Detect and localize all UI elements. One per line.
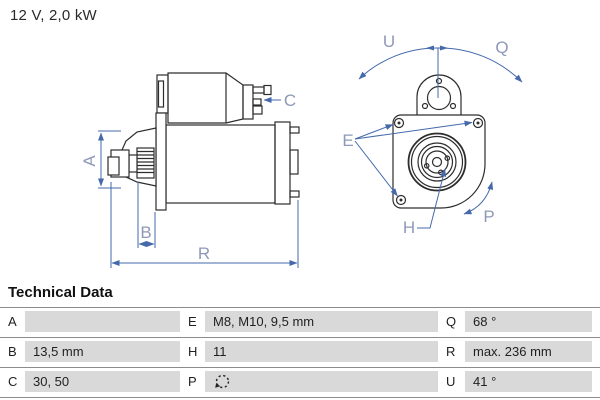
cell-key-A: A — [0, 311, 25, 332]
cell-key-R: R — [438, 341, 465, 362]
dim-label-U: U — [383, 32, 395, 51]
cell-key-E: E — [180, 311, 205, 332]
cell-key-B: B — [0, 341, 25, 362]
technical-drawing: A B R C — [80, 32, 523, 268]
pinion-teeth — [137, 150, 154, 174]
cell-value-U: 41 ° — [465, 371, 592, 392]
dim-label-Q: Q — [495, 38, 508, 57]
dimension-A: A — [80, 130, 121, 189]
side-view-drawing: A B R C — [80, 72, 300, 268]
front-view-drawing: U Q E H P — [342, 32, 523, 237]
angle-arc-Q: Q — [436, 38, 523, 83]
cell-value-P — [205, 371, 438, 392]
dimension-R: R — [110, 182, 299, 268]
table-right-margin — [592, 371, 600, 392]
cell-key-H: H — [180, 341, 205, 362]
rotation-arrow-P: P — [463, 181, 495, 226]
technical-data-title: Technical Data — [8, 284, 113, 301]
cell-value-B: 13,5 mm — [25, 341, 180, 362]
dim-label-P: P — [483, 207, 494, 226]
table-right-margin — [592, 341, 600, 362]
callout-H: H — [403, 168, 447, 237]
center-bore — [407, 132, 467, 192]
table-row: C 30, 50 P U 41 ° — [0, 367, 600, 397]
cell-value-A — [25, 311, 180, 332]
dim-label-H: H — [403, 218, 415, 237]
technical-data-table: A E M8, M10, 9,5 mm Q 68 ° B 13,5 mm H 1… — [0, 307, 600, 398]
page-title: 12 V, 2,0 kW — [10, 7, 97, 24]
rotation-direction-icon — [215, 374, 230, 388]
table-row: A E M8, M10, 9,5 mm Q 68 ° — [0, 307, 600, 337]
dim-label-A: A — [80, 155, 99, 167]
callout-C: C — [263, 91, 296, 110]
cell-key-Q: Q — [438, 311, 465, 332]
cell-value-Q: 68 ° — [465, 311, 592, 332]
angle-arc-U: U — [358, 32, 438, 80]
dim-label-B: B — [140, 223, 151, 242]
dim-label-E: E — [342, 131, 353, 150]
cell-value-C: 30, 50 — [25, 371, 180, 392]
cell-value-R: max. 236 mm — [465, 341, 592, 362]
cell-key-U: U — [438, 371, 465, 392]
cell-key-P: P — [180, 371, 205, 392]
cell-value-E: M8, M10, 9,5 mm — [205, 311, 438, 332]
table-right-margin — [592, 311, 600, 332]
dim-label-C: C — [284, 91, 296, 110]
dimension-B: B — [137, 182, 156, 248]
flange-bolt-holes — [393, 117, 484, 206]
dim-label-R: R — [198, 244, 210, 263]
cell-value-H: 11 — [205, 341, 438, 362]
table-row: B 13,5 mm H 11 R max. 236 mm — [0, 337, 600, 367]
callout-E: E — [342, 120, 473, 197]
cell-key-C: C — [0, 371, 25, 392]
